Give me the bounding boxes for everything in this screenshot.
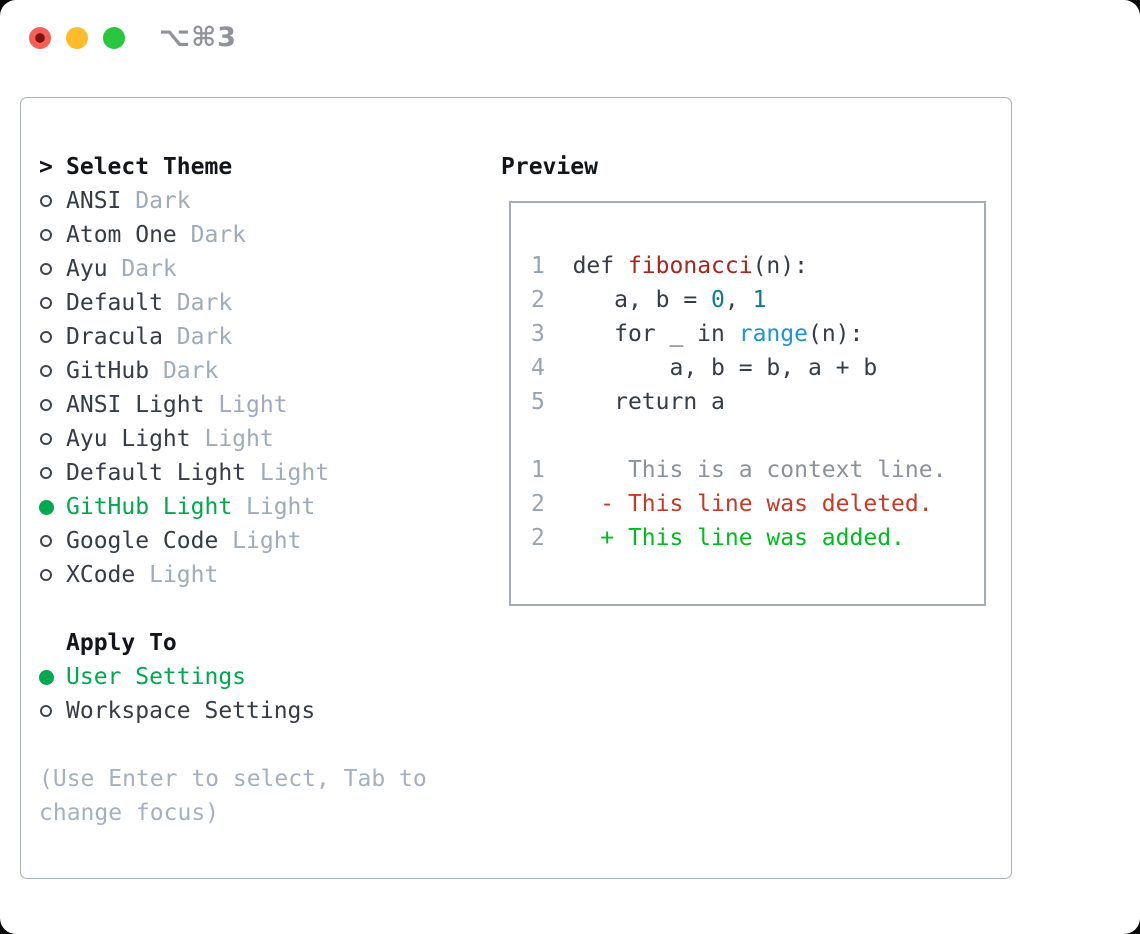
preview-code-line: 2 - This line was deleted. (531, 491, 933, 517)
radio-icon (39, 297, 66, 309)
select-theme-title: Select Theme (66, 154, 233, 180)
theme-option-ayu[interactable]: Ayu Dark (39, 252, 499, 286)
radio-icon (39, 433, 66, 445)
theme-variant-badge: Dark (149, 358, 219, 384)
preview-code-line: 1 This is a context line. (531, 457, 947, 483)
radio-icon (39, 399, 66, 411)
apply-option-workspace-settings[interactable]: Workspace Settings (39, 694, 499, 728)
theme-option-label: ANSI (66, 188, 122, 214)
theme-option-ansi[interactable]: ANSI Dark (39, 184, 499, 218)
theme-variant-badge: Dark (162, 324, 233, 350)
preview-code-line: 4 a, b = b, a + b (531, 355, 878, 381)
apply-option-label: User Settings (66, 664, 247, 690)
theme-option-label: Default Light (66, 460, 247, 486)
theme-option-github[interactable]: GitHub Dark (39, 354, 499, 388)
minimize-button[interactable] (66, 26, 88, 49)
radio-icon (39, 331, 66, 343)
theme-variant-badge: Dark (162, 290, 233, 316)
apply-option-label: Workspace Settings (66, 698, 316, 724)
preview-code-line: 2 a, b = 0, 1 (531, 287, 767, 313)
theme-variant-badge: Light (232, 494, 316, 520)
close-button[interactable] (29, 26, 51, 49)
radio-icon (39, 569, 66, 581)
theme-variant-badge: Dark (107, 256, 177, 282)
theme-option-default[interactable]: Default Dark (39, 286, 499, 320)
theme-option-google-code[interactable]: Google Code Light (39, 524, 499, 558)
theme-option-atom-one[interactable]: Atom One Dark (39, 218, 499, 252)
focus-caret-icon: > (39, 154, 53, 180)
title-bar: ⌥⌘3 (0, 0, 1140, 75)
preview-code-line: 5 return a (531, 389, 725, 415)
theme-option-ansi-light[interactable]: ANSI Light Light (39, 388, 499, 422)
radio-icon (39, 365, 66, 377)
theme-option-default-light[interactable]: Default Light Light (39, 456, 499, 490)
help-text: (Use Enter to select, Tab to change focu… (39, 762, 499, 830)
theme-option-label: Dracula (66, 324, 163, 350)
radio-icon (39, 195, 66, 207)
radio-icon (39, 705, 66, 717)
theme-variant-badge: Light (135, 562, 219, 588)
selected-radio-icon (39, 669, 66, 685)
theme-variant-badge: Light (218, 528, 302, 554)
preview-column: Preview 1 def fibonacci(n): 2 a, b = 0, 1… (501, 150, 1009, 606)
preview-code-line: 2 + This line was added. (531, 525, 905, 551)
theme-option-label: ANSI Light (66, 392, 205, 418)
theme-option-xcode[interactable]: XCode Light (39, 558, 499, 592)
theme-option-ayu-light[interactable]: Ayu Light Light (39, 422, 499, 456)
window-shortcut-title: ⌥⌘3 (159, 22, 237, 53)
preview-code-line: 3 for _ in range(n): (531, 321, 864, 347)
theme-option-label: Google Code (66, 528, 219, 554)
zoom-button[interactable] (103, 26, 125, 49)
theme-option-label: Ayu Light (66, 426, 191, 452)
theme-variant-badge: Light (246, 460, 330, 486)
radio-icon (39, 263, 66, 275)
select-theme-header: > Select Theme (39, 150, 499, 184)
spacer (39, 592, 499, 626)
theme-option-label: XCode (66, 562, 136, 588)
preview-code-box: 1 def fibonacci(n): 2 a, b = 0, 1 3 for _ … (509, 201, 986, 606)
traffic-lights (29, 26, 125, 49)
theme-option-label: GitHub Light (66, 494, 233, 520)
apply-to-header: Apply To (39, 626, 499, 660)
radio-icon (39, 535, 66, 547)
theme-option-label: Atom One (66, 222, 177, 248)
theme-variant-badge: Light (190, 426, 274, 452)
apply-to-title: Apply To (66, 630, 177, 656)
theme-option-label: GitHub (66, 358, 150, 384)
theme-option-label: Ayu (66, 256, 108, 282)
preview-code-line (531, 419, 984, 453)
theme-variant-badge: Dark (176, 222, 247, 248)
preview-code-line: 1 def fibonacci(n): (531, 253, 808, 279)
selected-radio-icon (39, 499, 66, 515)
help-line: change focus) (39, 800, 220, 826)
apply-option-user-settings[interactable]: User Settings (39, 660, 499, 694)
theme-option-dracula[interactable]: Dracula Dark (39, 320, 499, 354)
theme-variant-badge: Dark (121, 188, 191, 214)
theme-variant-badge: Light (204, 392, 288, 418)
help-line: (Use Enter to select, Tab to (39, 766, 427, 792)
radio-icon (39, 467, 66, 479)
theme-option-github-light[interactable]: GitHub Light Light (39, 490, 499, 524)
radio-icon (39, 229, 66, 241)
theme-option-label: Default (66, 290, 163, 316)
preview-title: Preview (501, 154, 598, 180)
